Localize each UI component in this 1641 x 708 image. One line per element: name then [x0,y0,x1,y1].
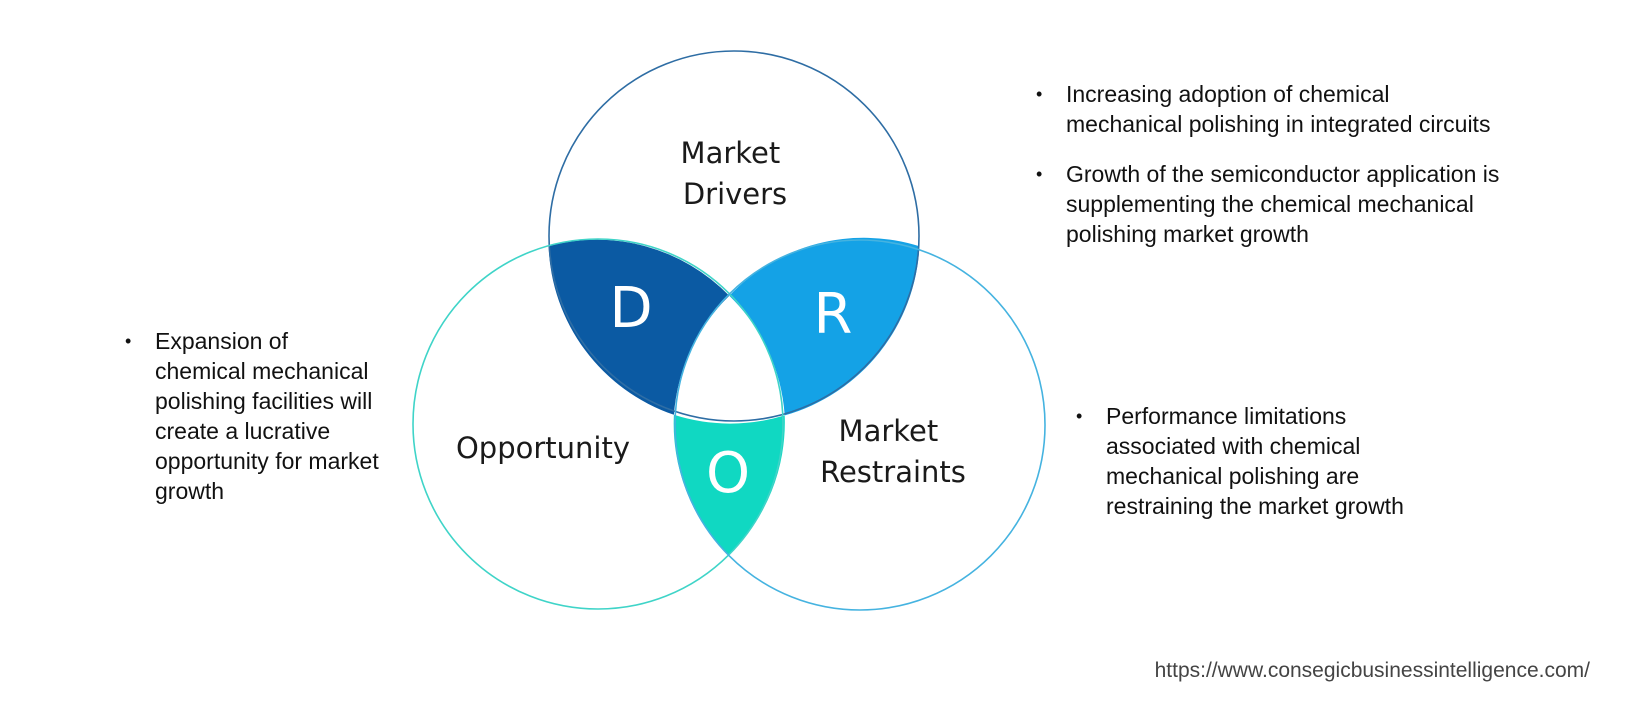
opportunity-bullet-list: Expansion of chemical mechanical polishi… [123,326,383,526]
restraints-bullet: Performance limitations associated with … [1074,401,1434,521]
restraints-bullet-list: Performance limitations associated with … [1074,401,1434,541]
restraints-label-line1: Market [839,414,939,448]
restraints-circle [674,239,1046,611]
opportunity-label: Opportunity [456,431,630,465]
drivers-label: Market Drivers [681,136,790,211]
region-r-letter: R [814,282,853,347]
drivers-bullet: Growth of the semiconductor application … [1034,159,1504,249]
region-o-letter: O [706,441,750,506]
region-d-letter: D [609,276,652,341]
drivers-circle [548,50,920,422]
drivers-bullet-list: Increasing adoption of chemical mechanic… [1034,79,1504,269]
opportunity-circle [412,238,784,610]
opportunity-bullet: Expansion of chemical mechanical polishi… [123,326,383,506]
drivers-label-line2: Drivers [683,177,787,211]
region-r [729,237,920,416]
source-url: https://www.consegicbusinessintelligence… [1154,659,1590,682]
drivers-label-line1: Market [681,136,781,170]
restraints-label-line2: Restraints [820,455,966,489]
drivers-bullet: Increasing adoption of chemical mechanic… [1034,79,1504,139]
restraints-label: Market Restraints [820,414,966,489]
region-d [548,239,730,415]
